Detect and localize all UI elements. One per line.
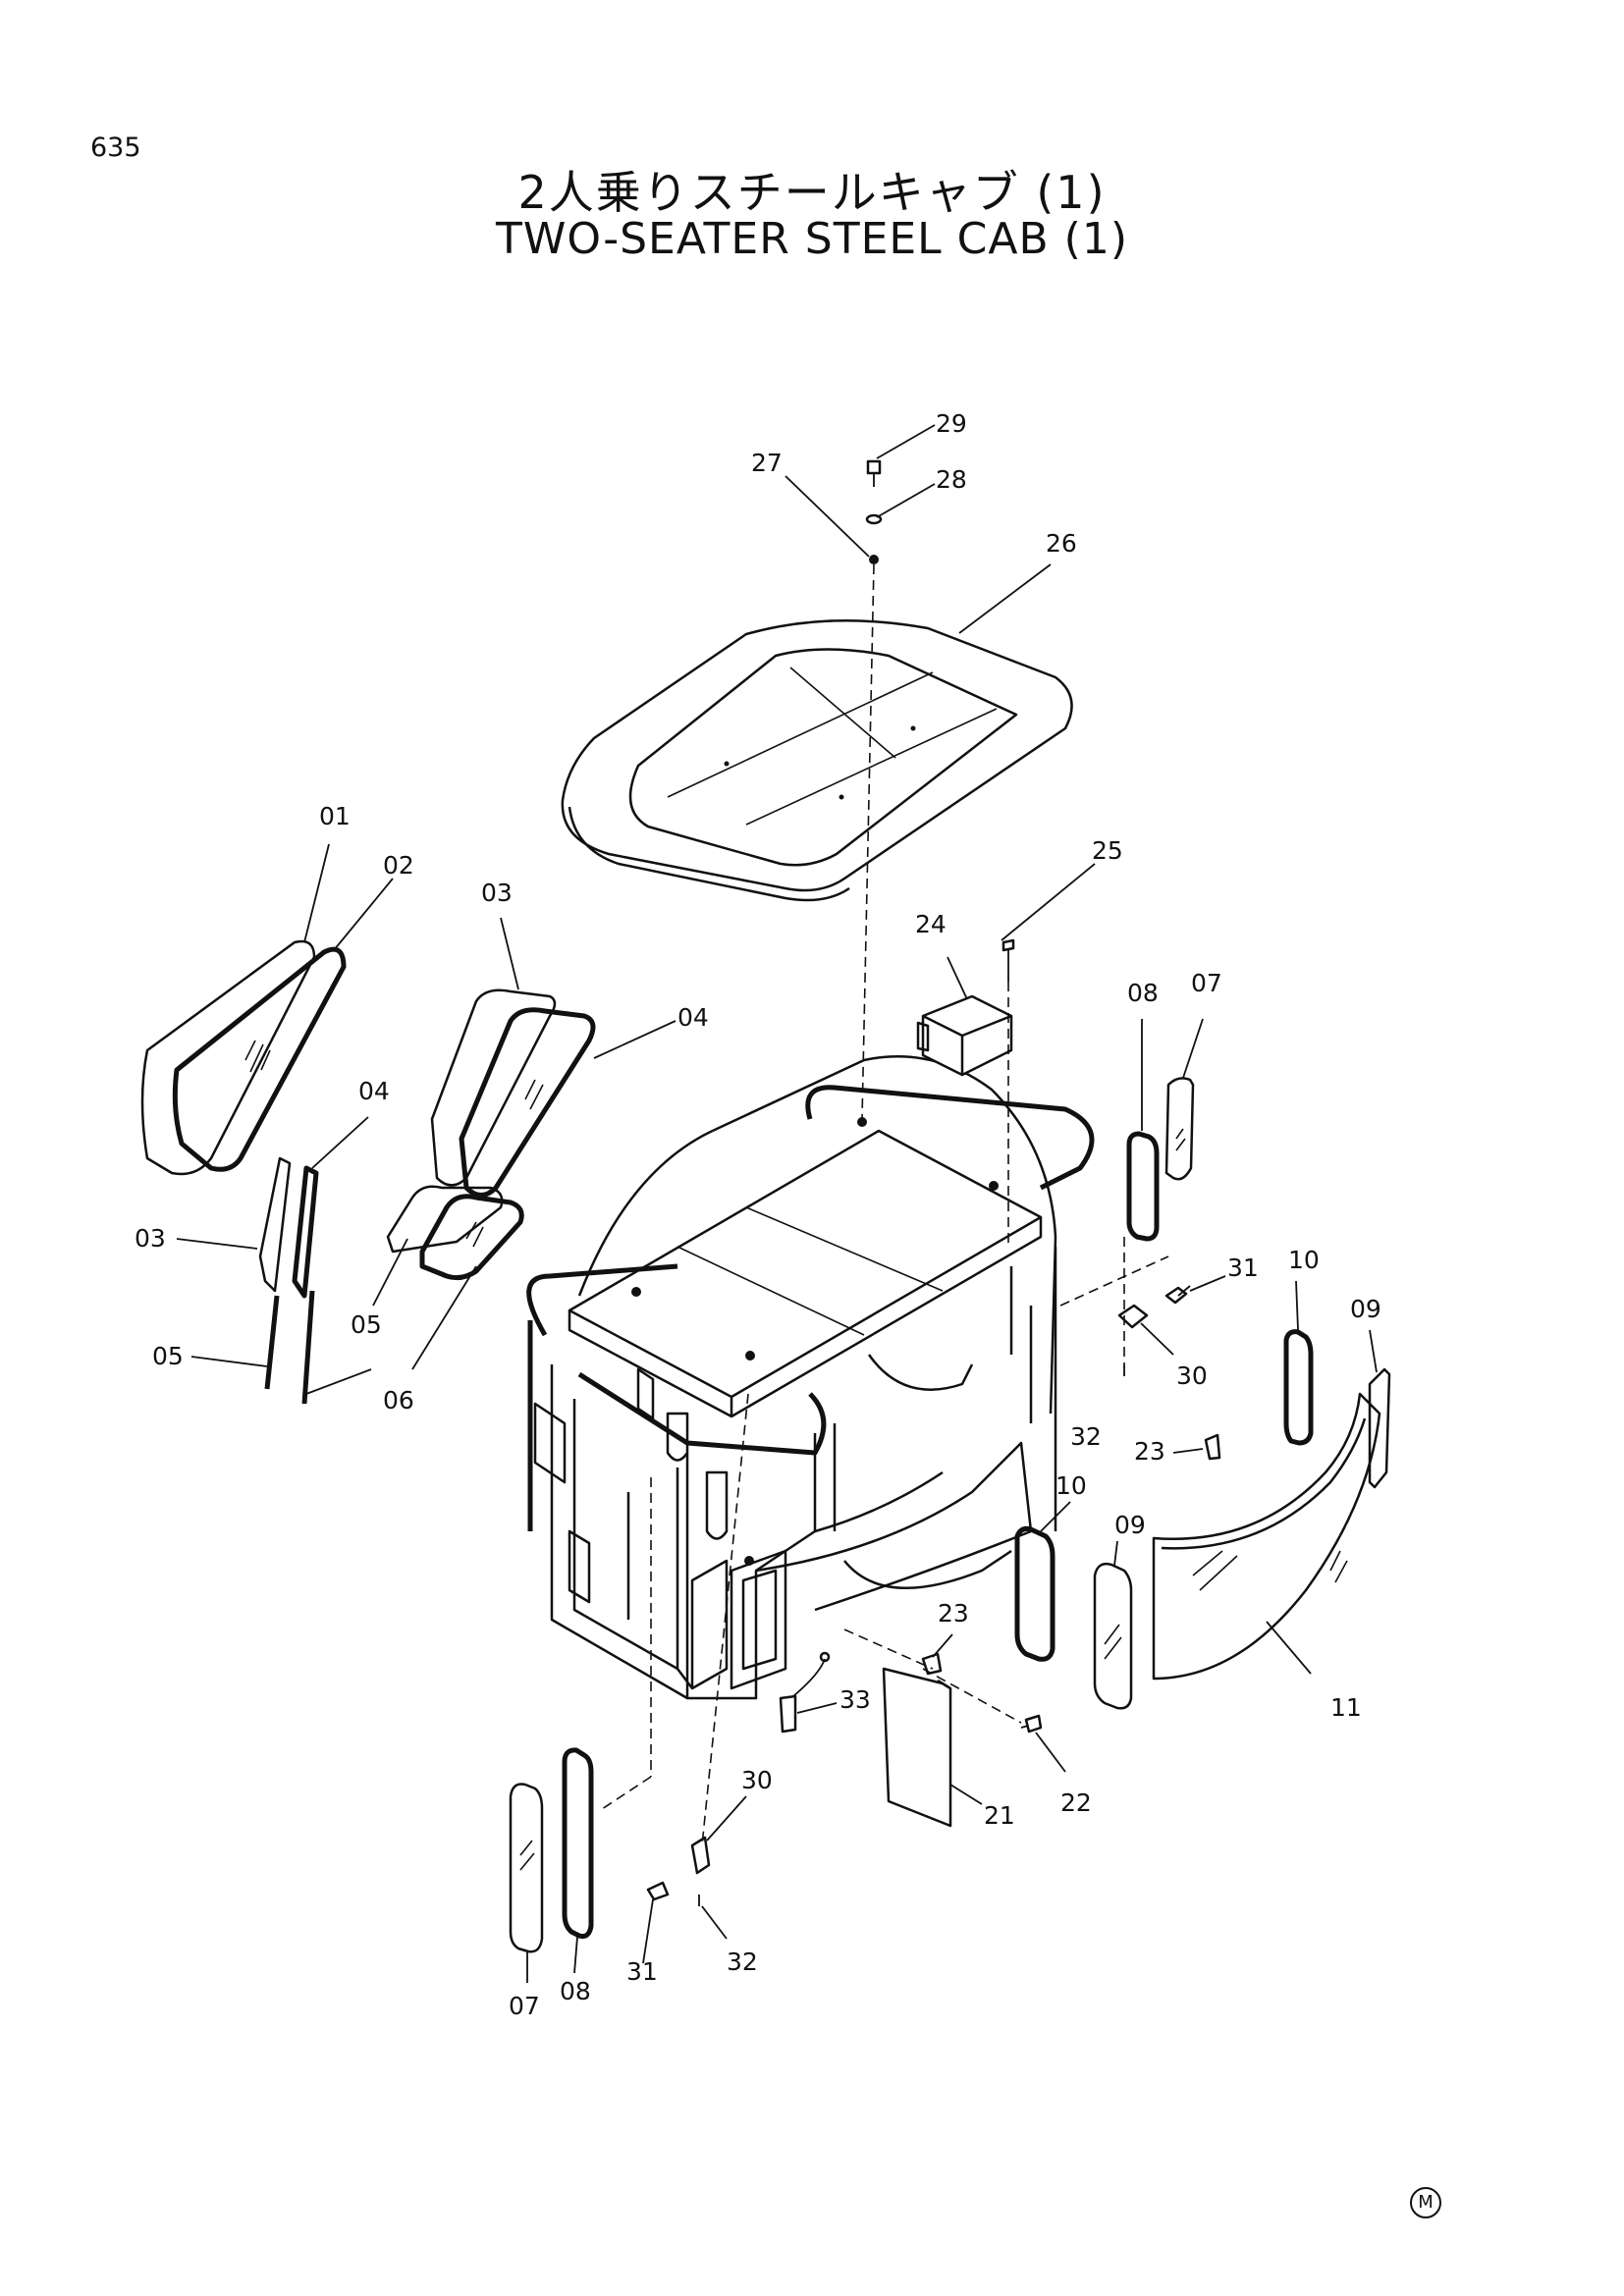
page-title-english: TWO-SEATER STEEL CAB (1) (496, 214, 1128, 264)
callout-27: 27 (751, 449, 783, 477)
callout-31-lower: 31 (626, 1957, 658, 1986)
callout-31-upper: 31 (1227, 1254, 1259, 1282)
callout-05-left: 05 (152, 1342, 184, 1370)
front-side-windows (1014, 1525, 1133, 1710)
maker-mark-icon: M (1410, 2187, 1441, 2218)
callout-06: 06 (383, 1386, 414, 1415)
callout-07-upper: 07 (1191, 969, 1222, 997)
callout-30-upper: 30 (1176, 1362, 1208, 1390)
cover-panel (882, 1667, 952, 1828)
leader-lines (176, 424, 1378, 1983)
callout-32-lower: 32 (727, 1948, 758, 1976)
side-window-strips (258, 1156, 319, 1405)
callout-03-upper: 03 (481, 879, 513, 907)
callout-28: 28 (936, 465, 967, 494)
callout-22: 22 (1060, 1789, 1092, 1817)
rear-window-left (509, 1747, 594, 1953)
callout-02: 02 (383, 851, 414, 880)
callout-30-lower: 30 (741, 1766, 773, 1794)
callout-23-upper: 23 (1134, 1437, 1165, 1466)
callout-09-right: 09 (1350, 1295, 1381, 1323)
roof-panel (561, 619, 1073, 902)
page-number: 635 (90, 133, 141, 163)
callout-23-lower: 23 (938, 1599, 969, 1628)
callout-04-upper: 04 (677, 1003, 709, 1032)
callout-04-lower: 04 (358, 1077, 390, 1105)
callout-33: 33 (839, 1685, 871, 1714)
hardware-parts (646, 938, 1221, 1906)
filter-box (916, 994, 1013, 1077)
lower-triangle-window (386, 1185, 524, 1281)
callout-08-upper: 08 (1127, 979, 1159, 1007)
callout-01: 01 (319, 802, 351, 830)
assembly-lines (598, 563, 1169, 1846)
callout-10-right: 10 (1288, 1246, 1320, 1274)
callout-26: 26 (1046, 529, 1077, 558)
callout-07-lower: 07 (509, 1992, 540, 2020)
callout-03-lower: 03 (135, 1224, 166, 1253)
cab-frame (526, 1055, 1095, 1700)
side-window-glass (140, 939, 347, 1176)
triangle-window (430, 988, 596, 1198)
callout-32-upper: 32 (1070, 1422, 1102, 1451)
callout-05-right: 05 (351, 1310, 382, 1339)
callout-08-lower: 08 (560, 1977, 591, 2005)
callout-09-left: 09 (1114, 1511, 1146, 1539)
callout-labels: 29 28 27 26 25 24 01 02 03 04 04 03 05 0… (135, 409, 1381, 2020)
callout-10-left: 10 (1056, 1471, 1087, 1500)
callout-29: 29 (936, 409, 967, 438)
front-windshield (1152, 1329, 1391, 1681)
page-title-japanese: 2人乗りスチールキャブ (1) (517, 166, 1107, 219)
roof-bolt (865, 459, 883, 564)
callout-24: 24 (915, 910, 947, 938)
callout-25: 25 (1092, 836, 1123, 865)
callout-21: 21 (984, 1801, 1015, 1830)
callout-11: 11 (1330, 1693, 1362, 1722)
rear-window-right (1126, 1077, 1195, 1242)
